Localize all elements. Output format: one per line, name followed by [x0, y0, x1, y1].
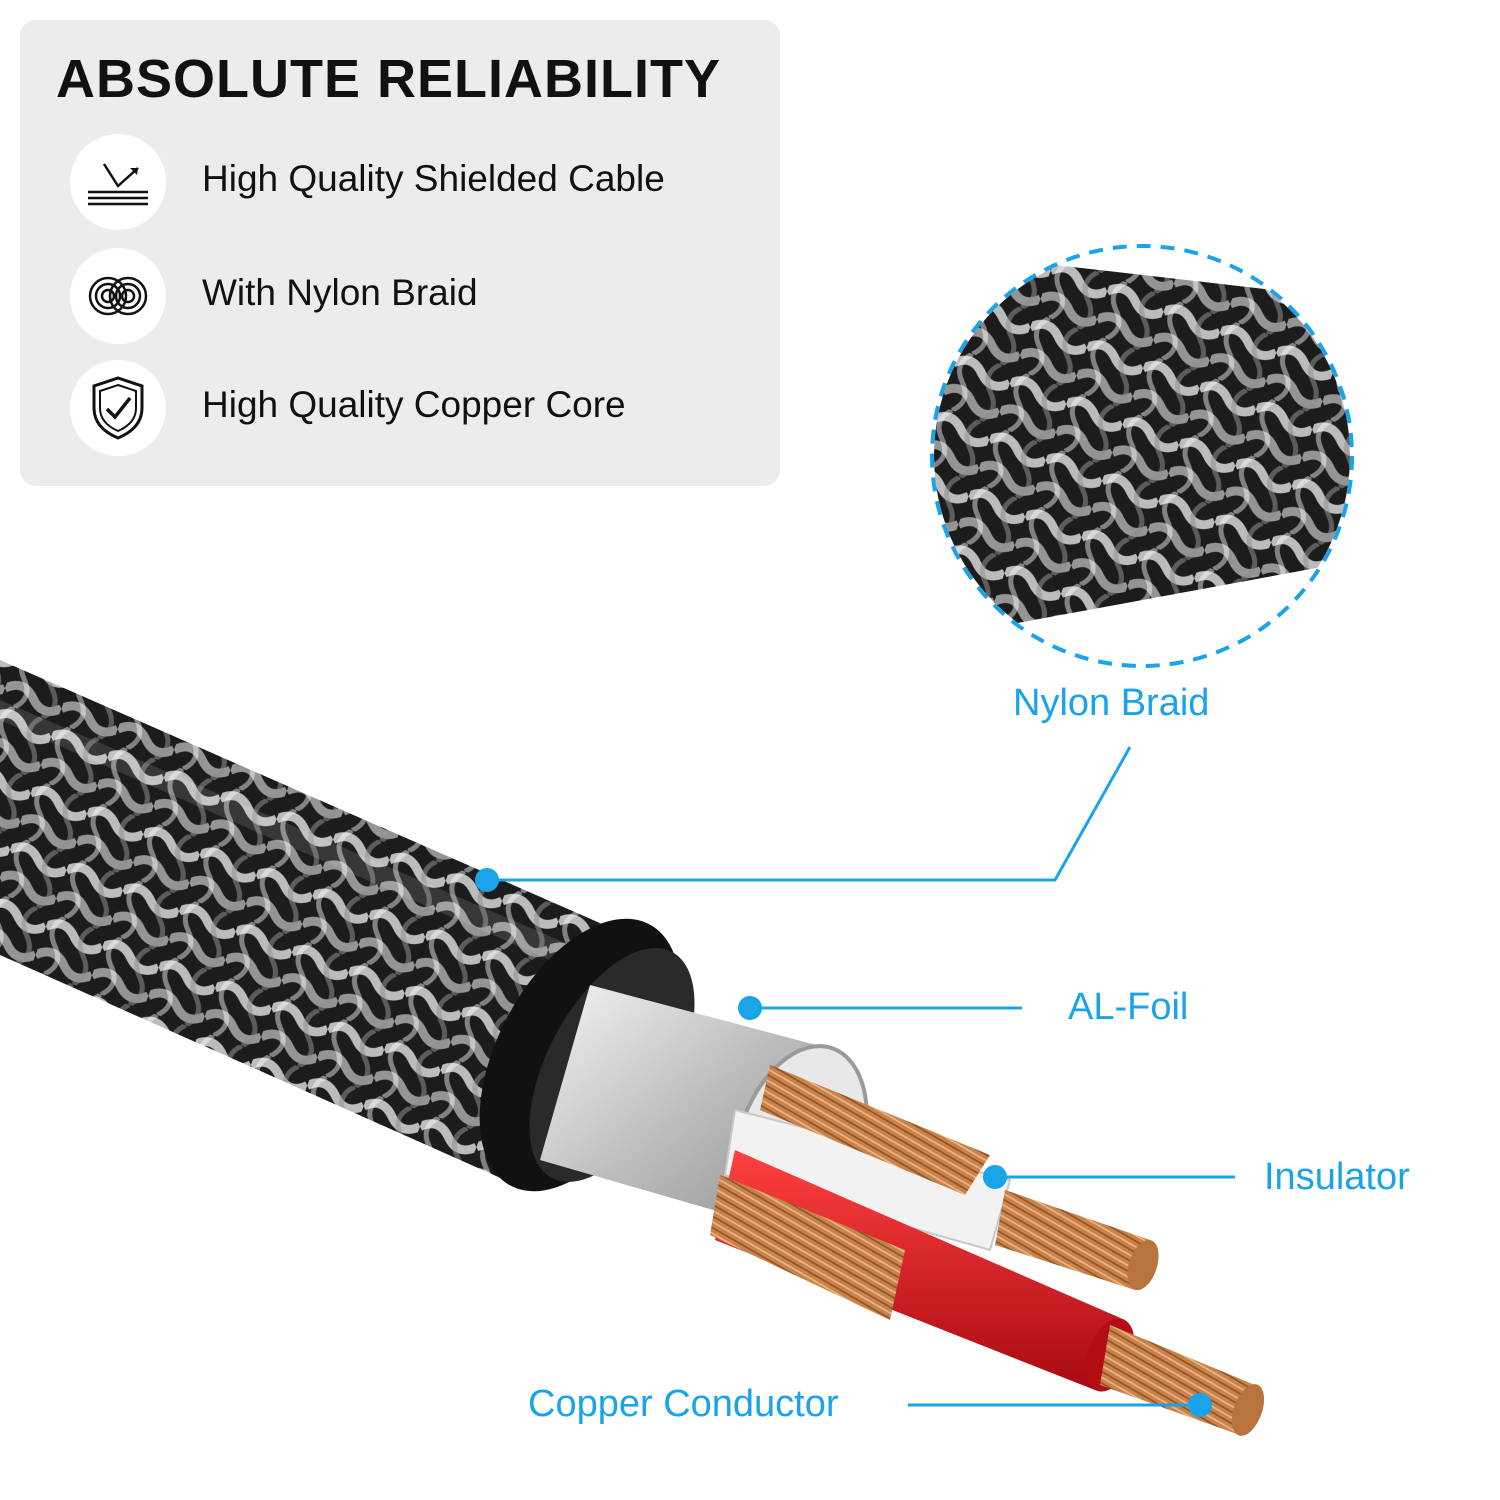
red-insulator-wire	[715, 1150, 1125, 1390]
feature-label: High Quality Shielded Cable	[202, 158, 665, 199]
braided-cable-body	[0, 660, 650, 1180]
feature-item-copper-core: High Quality Copper Core	[70, 360, 770, 456]
al-foil-dot	[738, 996, 762, 1020]
shield-check-icon	[70, 360, 166, 456]
copper-strands-upper	[760, 1065, 990, 1195]
nylon-braid-dot	[475, 868, 499, 892]
white-wire-copper-tip	[995, 1190, 1150, 1290]
nylon-braid-leader-line	[487, 746, 1132, 882]
insulator-dot	[983, 1165, 1007, 1189]
insulator-label: Insulator	[1264, 1156, 1410, 1198]
white-wire-copper-end	[1127, 1239, 1159, 1291]
feature-label: High Quality Copper Core	[202, 384, 626, 425]
feature-item-nylon-braid: With Nylon Braid	[70, 248, 770, 344]
copper-conductor-dot	[1188, 1393, 1212, 1417]
feature-label: With Nylon Braid	[202, 272, 478, 313]
braid-zoom-view	[934, 248, 1350, 664]
feature-panel: ABSOLUTE RELIABILITY High Quality Shield…	[20, 20, 780, 486]
nylon-braid-label: Nylon Braid	[1013, 682, 1210, 724]
nylon-braid-icon	[70, 248, 166, 344]
red-wire-copper-end	[1231, 1384, 1265, 1436]
zoom-dashed-border	[930, 244, 1354, 668]
copper-strands-lower	[710, 1175, 905, 1320]
copper-conductor-label: Copper Conductor	[528, 1383, 839, 1425]
red-wire-copper-tip	[1100, 1325, 1255, 1435]
shielded-cable-icon	[70, 134, 166, 230]
feature-item-shielded-cable: High Quality Shielded Cable	[70, 134, 770, 230]
braid-highlight	[0, 700, 640, 995]
al-foil-label: AL-Foil	[1068, 986, 1189, 1028]
panel-title: ABSOLUTE RELIABILITY	[56, 49, 721, 109]
